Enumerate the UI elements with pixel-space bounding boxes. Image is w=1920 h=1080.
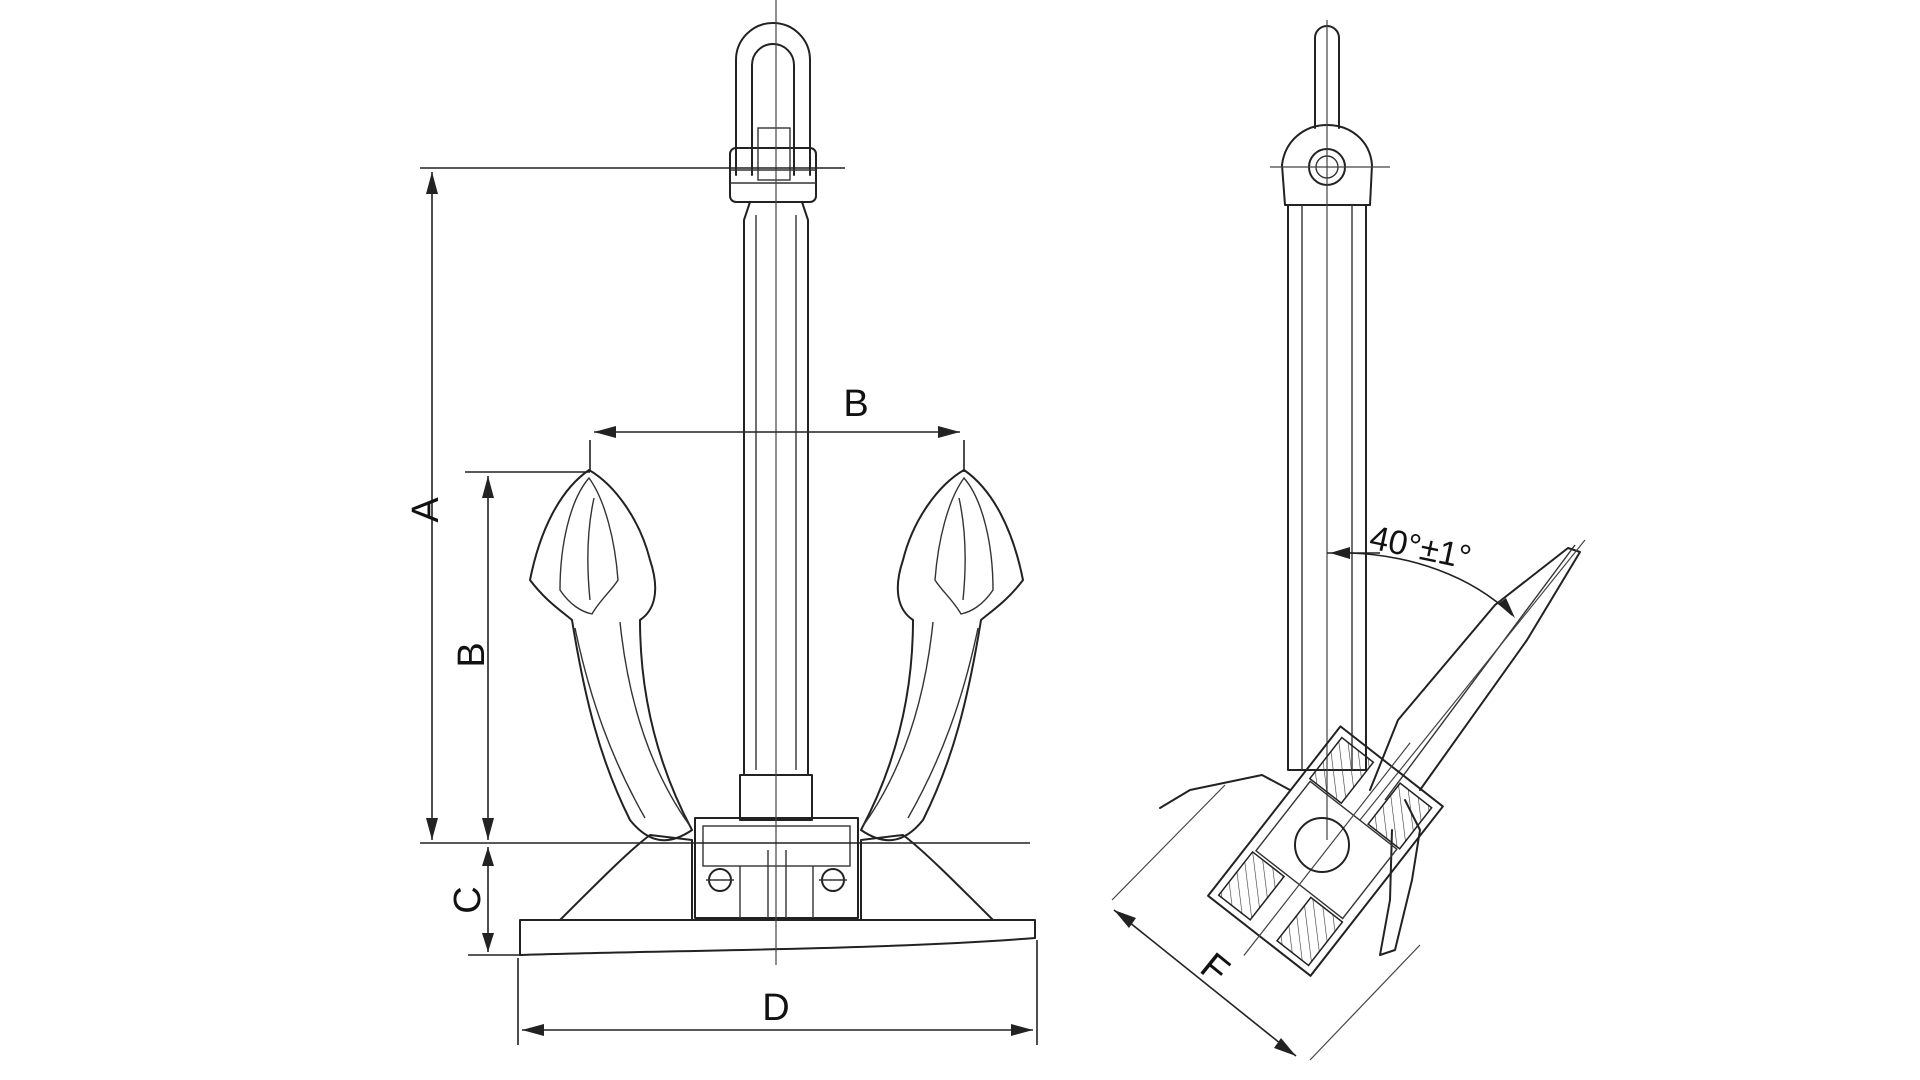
- side-fluke: [1359, 539, 1586, 956]
- side-shackle: [1270, 25, 1390, 206]
- dimension-a: A: [405, 172, 447, 840]
- label-c: C: [447, 886, 489, 913]
- dimension-b-horizontal: B: [594, 383, 960, 438]
- front-view: A B B C D: [405, 0, 1038, 1045]
- label-a: A: [405, 497, 447, 523]
- crown-base: [519, 817, 1036, 956]
- label-d: D: [762, 987, 789, 1029]
- label-f: F: [1192, 945, 1236, 992]
- right-fluke: [860, 469, 1024, 842]
- dimension-c: C: [447, 847, 494, 952]
- label-angle: 40°±1°: [1366, 519, 1474, 578]
- label-b-side: B: [451, 642, 493, 667]
- crown-lip: [1159, 774, 1291, 809]
- side-crown: [1207, 725, 1444, 977]
- label-b-top: B: [843, 383, 868, 425]
- side-view: 40°±1° F: [1111, 20, 1586, 1061]
- side-shank: [1287, 20, 1367, 840]
- dimension-d: D: [522, 987, 1033, 1036]
- left-fluke: [529, 469, 693, 842]
- angle-annotation: 40°±1°: [1327, 519, 1515, 618]
- crown-pin: [1294, 817, 1350, 873]
- dimension-b-vertical: B: [451, 476, 494, 840]
- shackle: [729, 22, 817, 203]
